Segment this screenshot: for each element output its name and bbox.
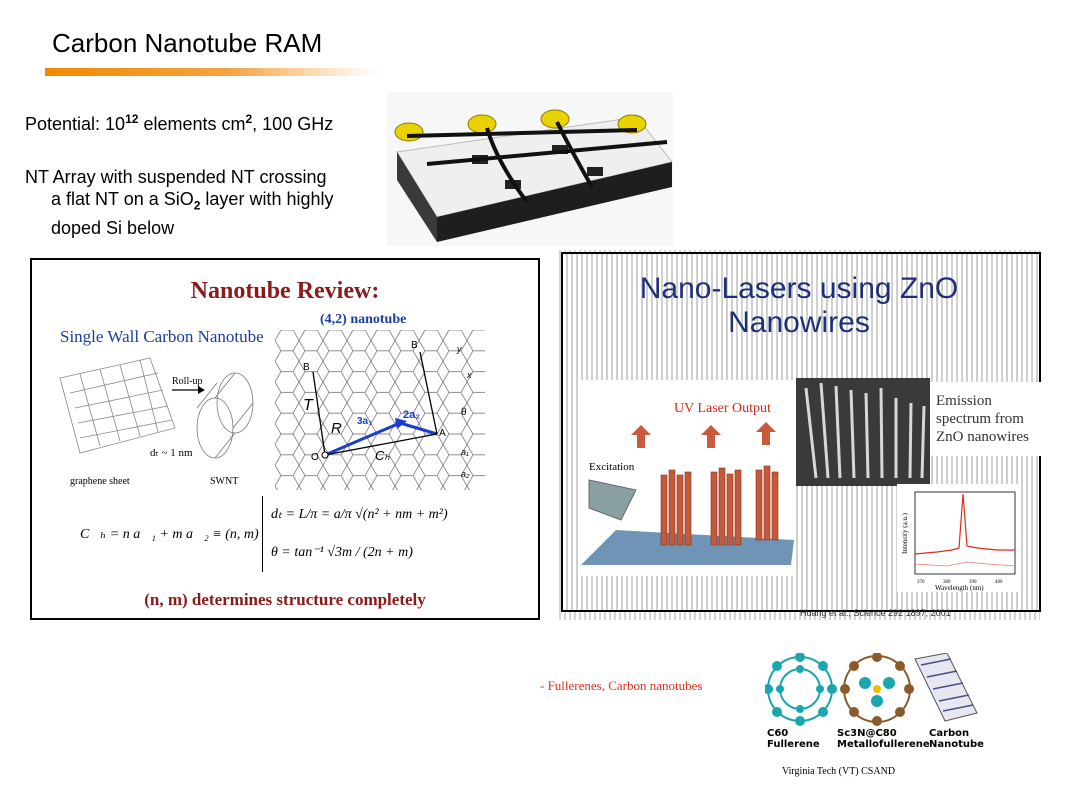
spectrum-x-tick: 370 bbox=[917, 580, 925, 585]
diameter-angle-equations: dₜ = L/π = a/π √(n² + nm + m²) θ = tan⁻¹… bbox=[262, 496, 448, 572]
nt-desc-line2a: a flat NT on a SiO bbox=[51, 189, 194, 209]
potential-exponent: 12 bbox=[125, 112, 139, 126]
diameter-label: dₜ ~ 1 nm bbox=[150, 447, 193, 459]
lattice-label-ch: Cₕ bbox=[375, 448, 390, 463]
laser-title-line1: Nano-Lasers using ZnO bbox=[639, 272, 959, 305]
lattice-label-y: y bbox=[456, 344, 462, 354]
potential-prefix: Potential: 10 bbox=[25, 114, 126, 134]
nt-desc-line1: NT Array with suspended NT crossing bbox=[25, 167, 327, 187]
c60-molecule-icon bbox=[765, 653, 837, 726]
review-title: Nanotube Review: bbox=[190, 278, 380, 304]
lattice-label-a1: a₁ bbox=[461, 447, 469, 457]
nt-desc-line2b: layer with highly bbox=[200, 189, 334, 209]
spectrum-y-axis-label: Intensity (a.u.) bbox=[901, 512, 909, 554]
lattice-label-t: T bbox=[303, 397, 314, 414]
emission-spectrum-plot: Intensity (a.u.) 370 380 390 400 Wavelen… bbox=[897, 484, 1019, 592]
credit-line: Virginia Tech (VT) CSAND bbox=[782, 766, 896, 777]
lattice-label-x: x bbox=[466, 370, 472, 380]
single-wall-label: Single Wall Carbon Nanotube bbox=[60, 327, 264, 346]
nt-desc-line3: doped Si below bbox=[51, 217, 175, 238]
laser-title: Nano-Lasers using ZnO Nanowires bbox=[561, 272, 1037, 340]
chiral-lattice-diagram: B B T R Cₕ O A 3a₁ 2a₂ θ a₁ a₂ x y bbox=[275, 330, 485, 490]
carbon-nanotube-label-line2: Nanotube bbox=[929, 739, 984, 750]
review-footer: (n, m) determines structure completely bbox=[144, 590, 426, 609]
metallofullerene-label-line2: Metallofullerene bbox=[837, 739, 930, 750]
c60-label: C60 Fullerene bbox=[767, 728, 820, 750]
nt-desc-subscript: 2 bbox=[193, 198, 201, 213]
chiral-vector-equation: C⃗ₕ = n a⃗₁ + m a⃗₂ ≡ (n, m) bbox=[80, 527, 259, 542]
diameter-equation: dₜ = L/π = a/π √(n² + nm + m²) bbox=[271, 507, 448, 522]
nanotube-review-panel: Nanotube Review: Single Wall Carbon Nano… bbox=[30, 258, 540, 620]
rollup-diagram: Roll-up dₜ ~ 1 nm graphene sheet SWNT bbox=[59, 357, 254, 487]
nanotube-array-illustration bbox=[387, 92, 673, 246]
laser-citation: Huang et al., Science 292 1897, 2001 bbox=[800, 608, 951, 618]
lattice-label-o: O bbox=[311, 452, 319, 463]
carbon-nanotube-label: Carbon Nanotube bbox=[929, 728, 984, 750]
metallofullerene-label: Sc3N@C80 Metallofullerene bbox=[837, 728, 930, 750]
potential-square: 2 bbox=[245, 112, 253, 126]
spectrum-x-tick: 390 bbox=[969, 580, 977, 585]
theta-equation: θ = tan⁻¹ √3m / (2n + m) bbox=[271, 545, 413, 560]
nanowire-laser-illustration: UV Laser Output Excitation bbox=[581, 380, 794, 576]
carbon-nanotube-icon bbox=[914, 653, 978, 722]
rollup-label: Roll-up bbox=[172, 376, 203, 387]
lattice-label-3a1: 3a₁ bbox=[357, 416, 372, 427]
c60-label-line1: C60 bbox=[767, 728, 789, 739]
title-underline bbox=[45, 68, 380, 76]
spectrum-x-axis-label: Wavelength (nm) bbox=[935, 584, 984, 592]
lattice-label-theta: θ bbox=[461, 407, 467, 418]
potential-text: Potential: 1012 elements cm2, 100 GHz bbox=[25, 108, 333, 135]
nt-array-description: NT Array with suspended NT crossing a fl… bbox=[25, 166, 385, 239]
metallofullerene-label-line1: Sc3N@C80 bbox=[837, 728, 897, 739]
lattice-label-r: R bbox=[331, 420, 342, 437]
laser-title-line2: Nanowires bbox=[728, 306, 870, 339]
emission-caption: Emission spectrum from ZnO nanowires bbox=[930, 382, 1042, 456]
excitation-label: Excitation bbox=[589, 461, 635, 473]
potential-mid: elements cm bbox=[138, 114, 246, 134]
graphene-label: graphene sheet bbox=[70, 476, 130, 487]
c60-label-line2: Fullerene bbox=[767, 739, 820, 750]
zno-nanowire-sem-image bbox=[796, 378, 930, 486]
lattice-label-b1: B bbox=[303, 362, 310, 373]
potential-suffix: , 100 GHz bbox=[252, 114, 334, 134]
nt-desc-line2: a flat NT on a SiO2 layer with highly bbox=[25, 188, 385, 217]
slide-title: Carbon Nanotube RAM bbox=[52, 28, 323, 58]
sc3n-c80-molecule-icon bbox=[840, 653, 914, 726]
carbon-nanotube-label-line1: Carbon bbox=[929, 728, 970, 739]
molecule-images bbox=[765, 653, 978, 726]
swnt-label: SWNT bbox=[210, 476, 238, 487]
nanotube-42-label: (4,2) nanotube bbox=[320, 312, 407, 327]
lattice-label-a: A bbox=[439, 428, 446, 439]
spectrum-x-tick: 380 bbox=[943, 580, 951, 585]
spectrum-x-tick: 400 bbox=[995, 580, 1003, 585]
lattice-label-2a2: 2a₂ bbox=[403, 409, 420, 421]
lattice-label-a2: a₂ bbox=[461, 469, 470, 479]
lattice-label-b2: B bbox=[411, 340, 418, 351]
fullerene-note: - Fullerenes, Carbon nanotubes bbox=[540, 678, 703, 693]
uv-output-label: UV Laser Output bbox=[674, 401, 771, 416]
